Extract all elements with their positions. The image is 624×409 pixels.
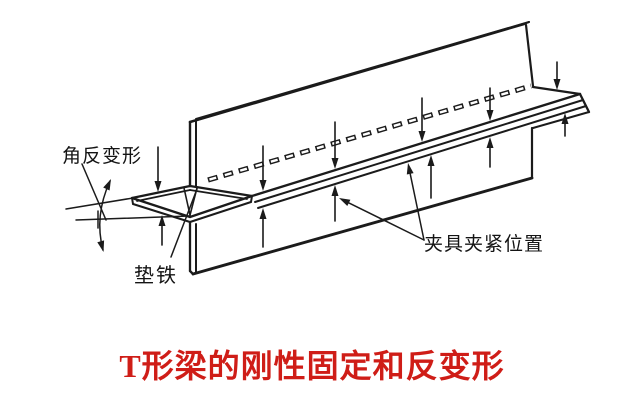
caption-title: T形梁的刚性固定和反变形 <box>119 348 505 384</box>
clamp-label-leader-2 <box>348 202 425 241</box>
leader-lines <box>81 163 425 258</box>
base-plate <box>188 126 534 276</box>
tack-weld-line <box>207 83 532 183</box>
web-plate <box>188 21 535 188</box>
angle-deformation-label: 角反变形 <box>62 146 143 167</box>
clamp-label-leader-1 <box>409 173 425 241</box>
clamp-arrows-down <box>154 61 561 192</box>
shim-label: 垫铁 <box>134 265 178 287</box>
flange-plate <box>130 85 591 223</box>
shim-label-leader <box>170 188 198 258</box>
clamp-arrows-up <box>158 113 569 248</box>
angle-label-leader <box>81 163 107 221</box>
clamp-position-label: 夹具夹紧位置 <box>424 234 545 255</box>
